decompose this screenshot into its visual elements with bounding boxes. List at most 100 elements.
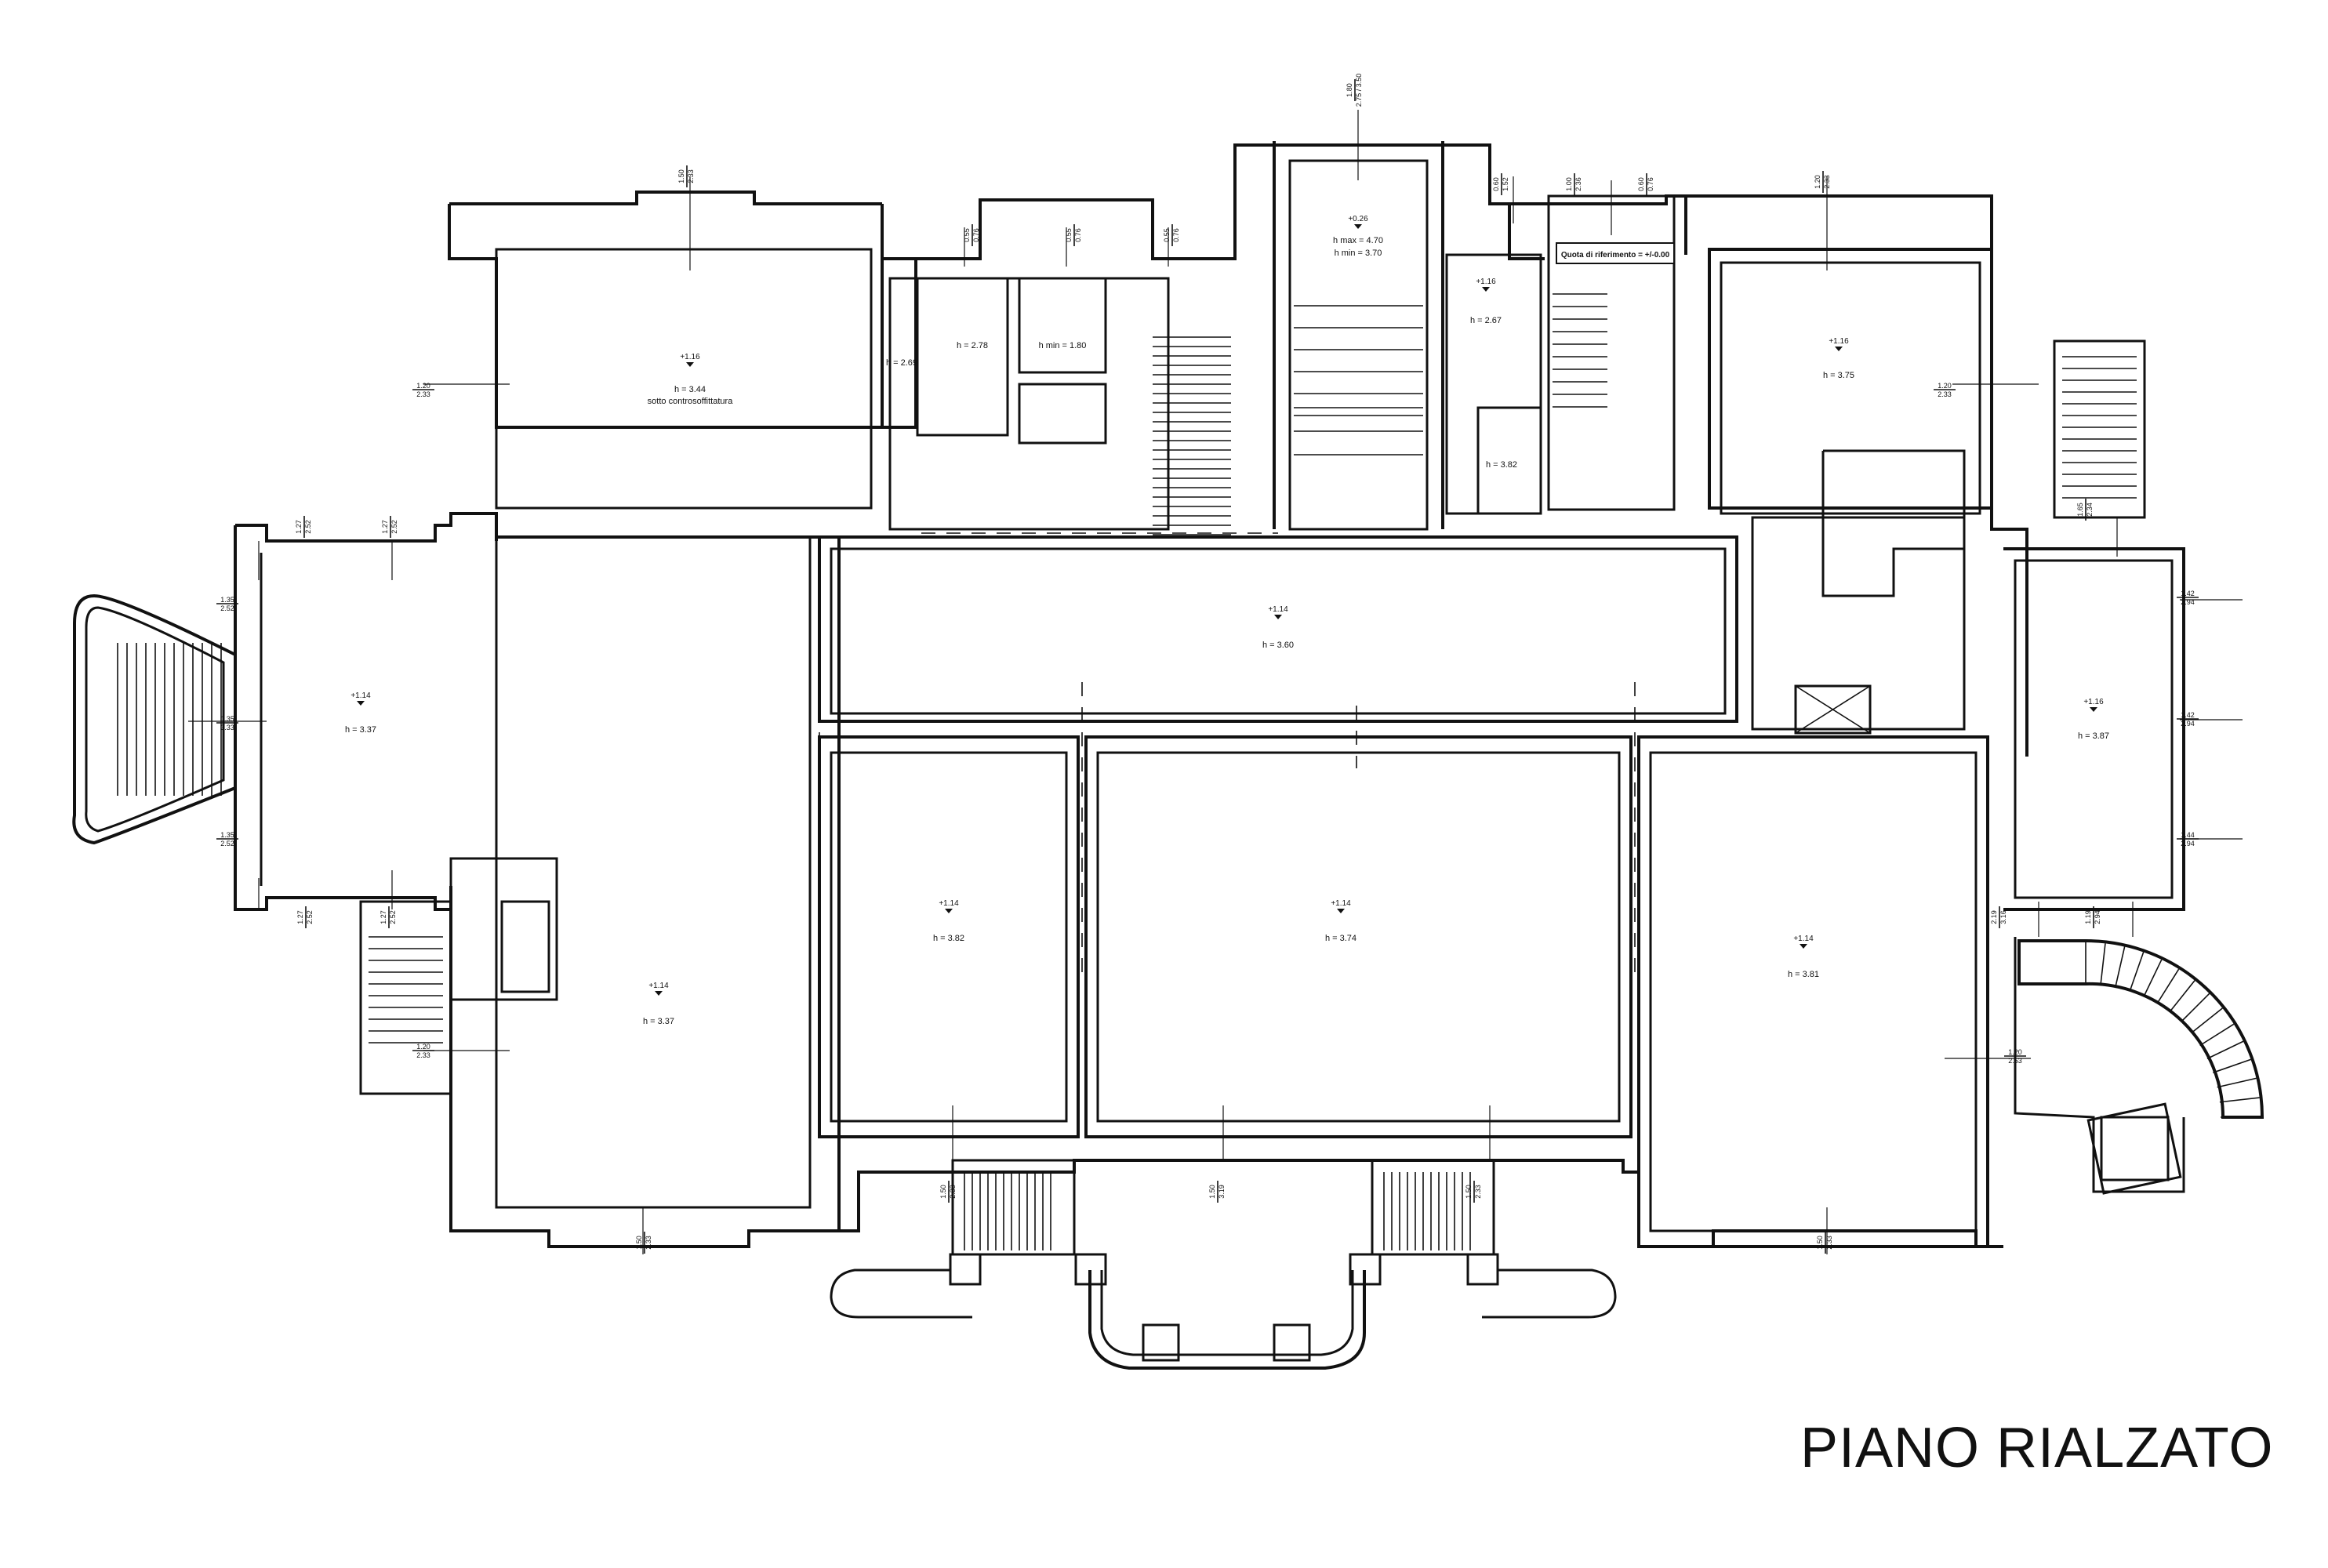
svg-text:1.50: 1.50 (1465, 1185, 1473, 1199)
svg-text:2.33: 2.33 (949, 1185, 957, 1199)
veranda-w-level: +1.14 (350, 691, 371, 700)
dimension-label: 1.352.52 (216, 831, 238, 848)
level-marker-icon (686, 362, 694, 367)
svg-text:2.36: 2.36 (1574, 177, 1582, 191)
west-curved-stair (72, 593, 237, 845)
svg-text:1.20: 1.20 (416, 1043, 430, 1051)
stair-tread (2219, 1097, 2260, 1103)
plan-title: PIANO RIALZATO (1800, 1417, 2274, 1479)
svg-text:0.55: 0.55 (1065, 228, 1073, 242)
svg-text:1.20: 1.20 (416, 382, 430, 390)
svg-text:1.35: 1.35 (220, 715, 234, 723)
stair-tread (2181, 993, 2210, 1022)
svg-text:2.19: 2.19 (1990, 910, 1998, 924)
veranda-w-height: h = 3.37 (345, 725, 376, 735)
svg-text:0.55: 0.55 (963, 228, 971, 242)
stair-tread (2213, 1058, 2251, 1073)
svg-text:0.60: 0.60 (1637, 177, 1645, 191)
stair-treads (117, 293, 2261, 1250)
svg-text:2.94: 2.94 (2094, 910, 2101, 924)
level-marker-icon (1354, 224, 1362, 229)
stair-tread (2190, 1007, 2223, 1034)
room-s3-level: +1.14 (1793, 935, 1814, 943)
room-n-service-height: h = 2.67 (1470, 316, 1502, 325)
svg-text:1.50: 1.50 (635, 1236, 643, 1250)
room-nw-level: +1.16 (680, 353, 700, 361)
svg-text:2.52: 2.52 (306, 910, 314, 924)
svg-text:2.33: 2.33 (416, 390, 430, 398)
level-marker-icon (1274, 615, 1282, 619)
veranda-e-level: +1.16 (2083, 698, 2104, 706)
stair-main-height-min: h min = 3.70 (1335, 249, 1382, 258)
level-marker-icon (357, 701, 365, 706)
room-s2-height: h = 3.74 (1325, 934, 1356, 943)
dimension-label: 1.422.94 (2177, 711, 2199, 728)
stair-tread (2169, 980, 2195, 1013)
svg-text:0.76: 0.76 (972, 228, 980, 242)
stair-tread (2130, 952, 2145, 990)
svg-text:1.20: 1.20 (1814, 175, 1821, 189)
svg-text:2.33: 2.33 (1825, 1236, 1833, 1250)
dimension-label: 1.422.94 (2177, 590, 2199, 606)
room-small-3-height: h min = 1.80 (1039, 341, 1087, 350)
room-nw-height: h = 3.44 (674, 385, 706, 394)
level-marker-icon (945, 909, 953, 913)
svg-text:1.20: 1.20 (1938, 382, 1952, 390)
svg-text:1.42: 1.42 (2181, 711, 2195, 719)
window-axes (188, 110, 2243, 1254)
svg-text:2.75 / 3.50: 2.75 / 3.50 (1355, 74, 1363, 107)
level-marker-icon (1482, 287, 1490, 292)
level-marker-icon (1337, 909, 1345, 913)
svg-text:2.94: 2.94 (2181, 598, 2195, 606)
svg-text:2.33: 2.33 (1474, 1185, 1482, 1199)
level-marker-icon (655, 991, 663, 996)
room-n-service2-height: h = 3.82 (1486, 460, 1517, 470)
svg-text:1.19: 1.19 (2084, 910, 2092, 924)
stair-main-height: h max = 4.70 (1333, 236, 1383, 245)
svg-text:2.94: 2.94 (2181, 840, 2195, 848)
level-marker-icon (1835, 347, 1843, 351)
reference-note: Quota di riferimento = +/-0.00 (1561, 251, 1670, 260)
dimension-label: 1.202.33 (412, 1043, 434, 1059)
svg-text:1.00: 1.00 (1565, 177, 1573, 191)
room-ne-height: h = 3.75 (1823, 371, 1854, 380)
svg-text:0.76: 0.76 (1074, 228, 1082, 242)
room-sw-level: +1.14 (648, 982, 669, 990)
room-s3-height: h = 3.81 (1788, 970, 1819, 979)
room-labels: +1.16 h = 3.44 sotto controsoffittatura … (345, 215, 2109, 1026)
svg-text:1.20: 1.20 (2008, 1048, 2022, 1056)
dashed-lines (819, 532, 1636, 980)
room-small-2-height: h = 2.78 (957, 341, 988, 350)
svg-text:2.33: 2.33 (645, 1236, 652, 1250)
dimension-label: 1.202.33 (1934, 382, 1956, 398)
dimension-label: 1.202.53 (2004, 1048, 2026, 1065)
stair-tread (2156, 968, 2180, 1004)
svg-text:0.76: 0.76 (1172, 228, 1180, 242)
hall-height: h = 3.60 (1262, 641, 1294, 650)
svg-text:3.33: 3.33 (220, 724, 234, 731)
svg-text:1.50: 1.50 (1208, 1185, 1216, 1199)
svg-text:2.52: 2.52 (220, 604, 234, 612)
svg-text:1.35: 1.35 (220, 596, 234, 604)
svg-text:1.27: 1.27 (381, 520, 389, 534)
svg-text:0.76: 0.76 (1647, 177, 1654, 191)
svg-text:2.33: 2.33 (1823, 175, 1831, 189)
dimension-label: 1.202.33 (412, 382, 434, 398)
room-ne-level: +1.16 (1829, 337, 1849, 346)
svg-text:1.50: 1.50 (677, 169, 685, 183)
